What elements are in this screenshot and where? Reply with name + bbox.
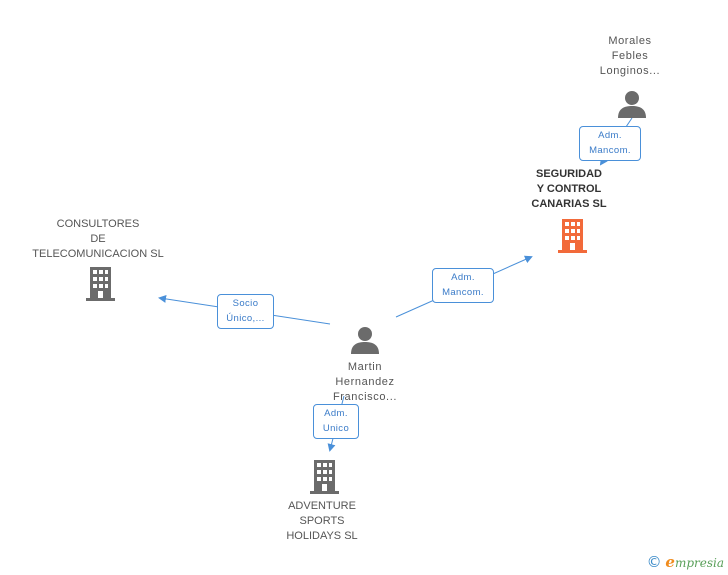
- edge-label-martin-consultores[interactable]: Socio Único,...: [217, 294, 274, 329]
- building-icon[interactable]: [84, 267, 117, 301]
- person-icon[interactable]: [350, 326, 380, 354]
- node-label-adventure[interactable]: ADVENTURE SPORTS HOLIDAYS SL: [286, 500, 358, 542]
- node-label-consultores[interactable]: CONSULTORES DE TELECOMUNICACION SL: [32, 218, 164, 260]
- brand-initial: e: [665, 553, 675, 571]
- brand-name: mpresia: [674, 556, 724, 570]
- copyright-icon: ©: [646, 553, 662, 571]
- building-icon[interactable]: [556, 219, 589, 253]
- empresia-logo: © empresia: [647, 553, 724, 571]
- person-icon[interactable]: [617, 90, 647, 118]
- node-label-seguridad[interactable]: SEGURIDAD Y CONTROL CANARIAS SL: [531, 168, 607, 210]
- edge-label-martin-seguridad[interactable]: Adm. Mancom.: [432, 268, 494, 303]
- edge-label-morales-seguridad[interactable]: Adm. Mancom.: [579, 126, 641, 161]
- building-icon[interactable]: [308, 460, 341, 494]
- node-label-morales[interactable]: Morales Febles Longinos...: [599, 35, 661, 77]
- node-label-martin[interactable]: Martin Hernandez Francisco...: [332, 361, 398, 403]
- edge-label-martin-adventure[interactable]: Adm. Unico: [313, 404, 359, 439]
